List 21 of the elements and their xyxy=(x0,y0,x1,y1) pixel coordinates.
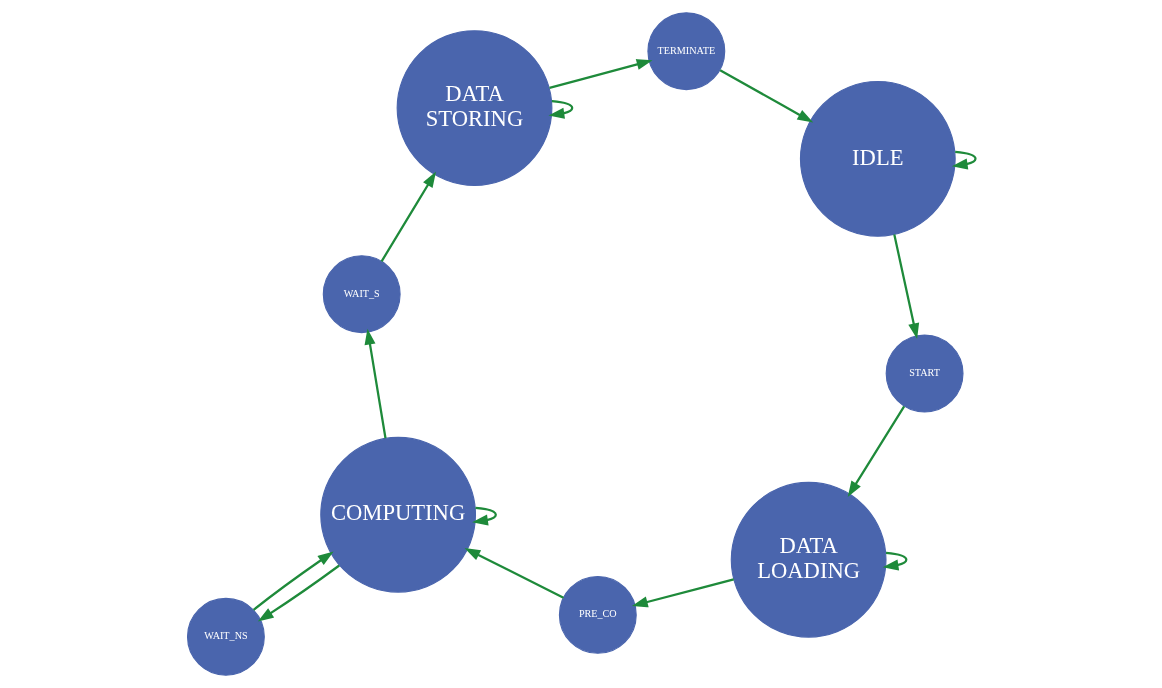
arrow xyxy=(257,564,340,622)
arrow xyxy=(463,548,564,599)
node-circle: WAIT_NS xyxy=(186,597,265,676)
arrow xyxy=(719,69,813,123)
node-circle: TERMINATE xyxy=(646,12,725,91)
node-circle: IDLE xyxy=(799,80,956,237)
arrow xyxy=(892,234,919,340)
node-circle: PRE_CO xyxy=(558,575,637,654)
node-circle: START xyxy=(885,334,964,413)
node-circle: WAIT_S xyxy=(322,255,401,334)
arrow xyxy=(882,551,907,571)
arrow xyxy=(380,171,436,262)
arrow xyxy=(631,578,734,608)
arrow xyxy=(252,551,334,611)
arrow xyxy=(548,99,573,119)
arrow xyxy=(471,506,497,526)
arrow xyxy=(364,328,387,439)
arrow xyxy=(548,59,652,90)
node-circle: COMPUTING xyxy=(319,436,476,593)
arrow xyxy=(847,405,905,497)
arrow xyxy=(951,150,977,170)
